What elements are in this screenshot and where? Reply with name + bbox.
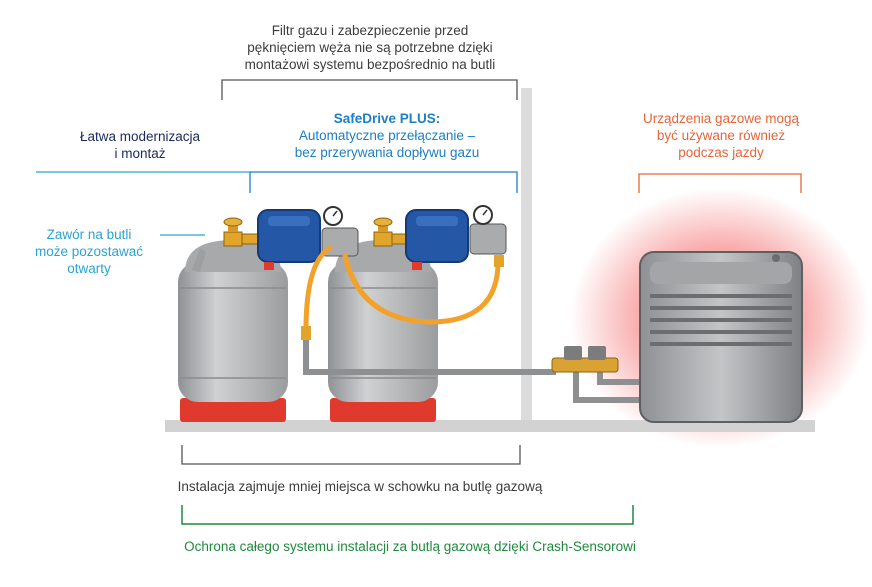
label-devices-line-1: Urządzenia gazowe mogą bbox=[642, 111, 800, 126]
bracket-filter bbox=[221, 79, 518, 100]
label-safedrive: SafeDrive PLUS: Automatyczne przełączani… bbox=[262, 110, 512, 161]
regulator-left-icon bbox=[257, 209, 321, 270]
bracket-safedrive bbox=[249, 171, 518, 193]
label-devices-line-3: podczas jazdy bbox=[678, 145, 764, 160]
label-filter: Filtr gazu i zabezpieczenie przed pęknię… bbox=[210, 22, 530, 73]
label-safedrive-line-1: Automatyczne przełączanie – bbox=[298, 128, 476, 143]
bracket-devices bbox=[638, 173, 802, 193]
label-valve-line-1: Zawór na butli bbox=[46, 227, 132, 242]
label-filter-line-3: montażowi systemu bezpośrednio na butli bbox=[244, 57, 496, 72]
pressure-gauge-right-icon bbox=[469, 205, 507, 255]
regulator-right-icon bbox=[405, 209, 469, 270]
label-modernization-line-1: Łatwa modernizacja bbox=[79, 129, 201, 144]
label-devices-line-2: być używane również bbox=[656, 128, 786, 143]
label-space: Instalacja zajmuje mniej miejsca w schow… bbox=[177, 479, 543, 494]
label-modernization: Łatwa modernizacja i montaż bbox=[50, 128, 230, 162]
label-filter-line-2: pęknięciem węża nie są potrzebne dzięki bbox=[247, 40, 493, 55]
label-safedrive-title: SafeDrive PLUS: bbox=[333, 111, 441, 126]
gas-pipe bbox=[303, 340, 640, 403]
label-crash-sensor: Ochrona całego systemu instalacji za but… bbox=[184, 539, 636, 554]
brass-valve-right-icon bbox=[373, 217, 409, 247]
label-valve: Zawór na butli może pozostawać otwarty bbox=[14, 226, 164, 277]
label-devices: Urządzenia gazowe mogą być używane równi… bbox=[606, 110, 836, 161]
hose-fitting-right-icon bbox=[494, 255, 504, 267]
gas-heater-icon bbox=[639, 251, 803, 423]
label-filter-line-1: Filtr gazu i zabezpieczenie przed bbox=[271, 23, 469, 38]
label-valve-line-3: otwarty bbox=[67, 261, 111, 276]
brass-valve-left-icon bbox=[223, 217, 259, 247]
distribution-valve-icon bbox=[551, 346, 619, 373]
storage-wall bbox=[521, 88, 532, 424]
floor bbox=[165, 420, 815, 432]
label-valve-line-2: może pozostawać bbox=[34, 244, 144, 259]
bracket-crash bbox=[181, 505, 634, 525]
bracket-space bbox=[181, 445, 521, 465]
label-safedrive-line-2: bez przerywania dopływu gazu bbox=[294, 145, 480, 160]
hose-fitting-icon bbox=[301, 326, 311, 340]
label-modernization-line-2: i montaż bbox=[114, 146, 166, 161]
gas-hoses bbox=[303, 245, 501, 333]
